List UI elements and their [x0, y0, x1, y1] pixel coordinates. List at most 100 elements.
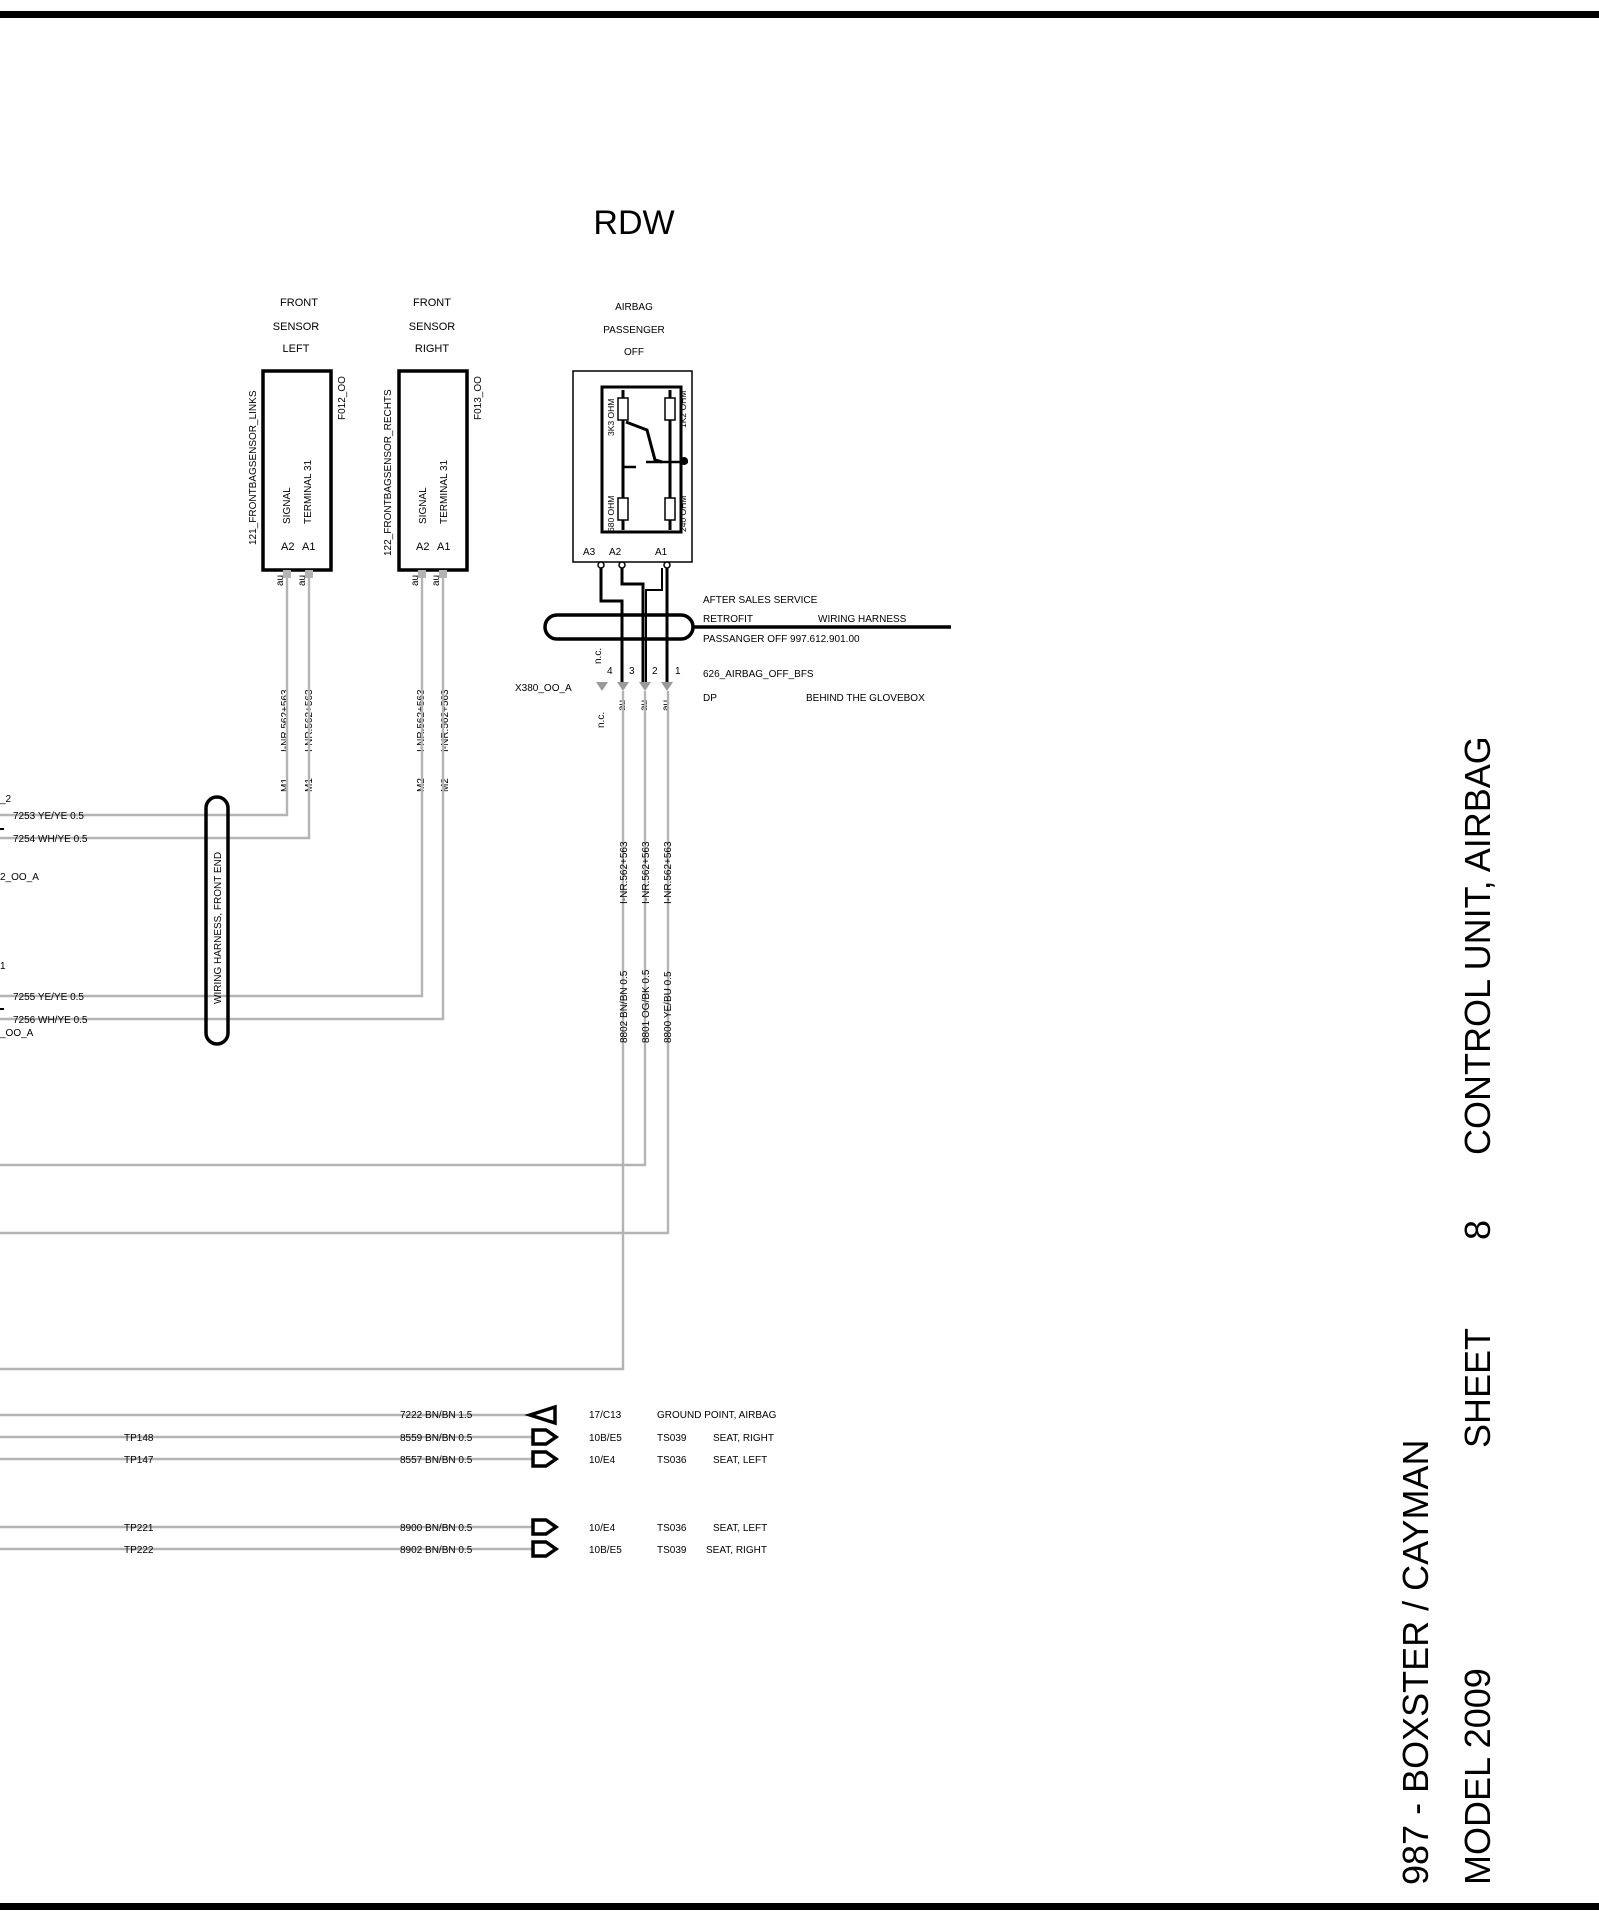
connector-x380: X380_OO_A n.c. 4 3 2 1 n.c. au au au 626… — [515, 648, 925, 728]
retrofit-note-4: PASSANGER OFF 997.612.901.00 — [703, 634, 860, 645]
left-edge-labels: _2 2_OO_A 1 _OO_A 7253 YE/YE 0.5 7254 WH… — [0, 794, 88, 1039]
sensor-right-terminal-a1 — [439, 570, 447, 578]
resistor-680 — [617, 497, 629, 521]
connector-name: 626_AIRBAG_OFF_BFS — [703, 669, 814, 680]
sensor-right-connector-a1: M2 — [440, 778, 451, 792]
wire-8800-label: 8800 YE/BU 0.5 — [663, 971, 674, 1043]
ground-tp-2: TP147 — [124, 1455, 154, 1466]
retrofit-note-2: RETROFIT — [703, 614, 753, 625]
connector-pin-2: 2 — [652, 666, 658, 677]
ground-symbol-4 — [531, 1540, 560, 1558]
connector-nc-bottom: n.c. — [596, 712, 607, 728]
airbag-off-label-1: AIRBAG — [615, 302, 653, 313]
ground-row-1: TP148 8559 BN/BN 0.5 10B/E5 TS039 SEAT, … — [0, 1428, 774, 1446]
sensor-left-label-2: SENSOR — [273, 321, 320, 333]
connector-pin-3: 3 — [629, 666, 635, 677]
retrofit-harness-ellipse — [543, 613, 695, 641]
sensor-right-part-name: 122_FRONTBAGSENSOR_RECHTS — [383, 389, 394, 556]
sensor-left-wire-code-a2: I-NR.562+563 — [280, 689, 291, 752]
sensor-left-term-a2: au — [275, 575, 286, 586]
front-sensor-right: FRONT SENSOR RIGHT 122_FRONTBAGSENSOR_RE… — [383, 297, 484, 792]
left-label-mid-connector: 2_OO_A — [0, 872, 39, 883]
pin-node-a1 — [663, 561, 671, 569]
wire-8801-code: I-NR.562+563 — [641, 841, 652, 904]
ground-tp-3: TP221 — [124, 1523, 154, 1534]
front-sensor-wires — [0, 578, 445, 1021]
sensor-right-pin-a1: A1 — [437, 541, 450, 553]
wire-8800-code: I-NR.562+563 — [663, 841, 674, 904]
pin-node-a3 — [597, 561, 605, 569]
airbag-off-pin-a2: A2 — [609, 547, 622, 558]
ground-symbol-2 — [531, 1450, 560, 1468]
ground-symbol-1 — [531, 1428, 560, 1446]
airbag-wire-a2 — [620, 568, 645, 682]
resistor-1k2-label: 1K2 OHM — [678, 391, 688, 428]
sensor-right-label-2: SENSOR — [409, 321, 456, 333]
ground-wire-label-2: 8557 BN/BN 0.5 — [400, 1455, 473, 1466]
connector-nc-top: n.c. — [593, 648, 604, 664]
ground-desc-0: GROUND POINT, AIRBAG — [657, 1410, 777, 1421]
retrofit-harness: AFTER SALES SERVICE RETROFIT WIRING HARN… — [543, 595, 951, 645]
ground-ts-4: TS039 — [657, 1545, 687, 1556]
wire-8802-label: 8802 BN/BN 0.5 — [619, 970, 630, 1043]
sensor-right-term-a1: au — [431, 575, 442, 586]
sensor-right-label-3: RIGHT — [415, 343, 450, 355]
section-header: RDW — [593, 204, 674, 242]
sensor-left-term-a1: au — [297, 575, 308, 586]
connector-term-1 — [661, 682, 673, 691]
airbag-off-pin-a1: A1 — [655, 547, 668, 558]
ground-desc-2: SEAT, LEFT — [713, 1455, 767, 1466]
bottom-border — [0, 1903, 1599, 1910]
resistor-680-label: 680 OHM — [606, 496, 616, 532]
wire-label-7255: 7255 YE/YE 0.5 — [13, 992, 84, 1003]
resistor-3k3 — [617, 397, 629, 421]
title-model-line2: MODEL 2009 — [1457, 1668, 1498, 1885]
ground-row-3: TP221 8900 BN/BN 0.5 10/E4 TS036 SEAT, L… — [0, 1518, 767, 1536]
sensor-right-label-1: FRONT — [413, 297, 451, 309]
resistor-240 — [664, 497, 676, 521]
resistor-240-label: 240 OHM — [678, 496, 688, 532]
ground-ref-0: 17/C13 — [589, 1410, 622, 1421]
sensor-left-connector-a2: M1 — [280, 778, 291, 792]
resistor-1k2 — [664, 397, 676, 421]
ground-desc-3: SEAT, LEFT — [713, 1523, 767, 1534]
connector-pin-1: 1 — [675, 666, 681, 677]
ground-wire-label-0: 7222 BN/BN 1.5 — [400, 1410, 473, 1421]
ground-symbol-3 — [531, 1518, 560, 1536]
sensor-left-pin-label-terminal: TERMINAL 31 — [303, 459, 314, 524]
sensor-left-terminal-a1 — [305, 570, 313, 578]
title-sheet-number: 8 — [1457, 1220, 1498, 1240]
sensor-right-code: F013_OO — [473, 376, 484, 420]
ground-desc-4: SEAT, RIGHT — [706, 1545, 767, 1556]
connector-location: BEHIND THE GLOVEBOX — [806, 693, 925, 704]
ground-symbol-0 — [524, 1404, 557, 1426]
sensor-right-box — [397, 369, 469, 572]
sensor-right-wire-code-a1: I-NR.562+563 — [440, 689, 451, 752]
connector-term-4 — [596, 682, 608, 691]
sensor-right-term-a2: au — [410, 575, 421, 586]
ground-ts-3: TS036 — [657, 1523, 687, 1534]
sensor-left-pin-label-signal: SIGNAL — [282, 487, 293, 524]
connector-term-2 — [639, 682, 651, 691]
retrofit-note-1: AFTER SALES SERVICE — [703, 595, 818, 606]
wire-8802 — [0, 691, 625, 1371]
title-model-line1: 987 - BOXSTER / CAYMAN — [1395, 1440, 1436, 1885]
switch-linkage — [625, 420, 663, 464]
ground-tp-1: TP148 — [124, 1433, 154, 1444]
front-sensor-left: FRONT SENSOR LEFT 121_FRONTBAGSENSOR_LIN… — [248, 297, 348, 792]
sensor-left-pin-a1: A1 — [302, 541, 315, 553]
sensor-left-label-1: FRONT — [280, 297, 318, 309]
ground-desc-1: SEAT, RIGHT — [713, 1433, 774, 1444]
ground-rows: 7222 BN/BN 1.5 17/C13 GROUND POINT, AIRB… — [0, 1404, 777, 1558]
ground-wire-label-3: 8900 BN/BN 0.5 — [400, 1523, 473, 1534]
left-label-lower: 1 — [0, 961, 6, 972]
left-label-top: _2 — [0, 794, 12, 805]
wire-8800 — [0, 691, 670, 1235]
airbag-off-pin-a3: A3 — [583, 547, 596, 558]
left-label-lower-connector: _OO_A — [0, 1028, 34, 1039]
wire-8801-label: 8801 OG/BK 0.5 — [641, 969, 652, 1043]
ground-row-0: 7222 BN/BN 1.5 17/C13 GROUND POINT, AIRB… — [0, 1404, 777, 1426]
ground-ref-3: 10/E4 — [589, 1523, 616, 1534]
connector-x380-label: X380_OO_A — [515, 683, 572, 694]
